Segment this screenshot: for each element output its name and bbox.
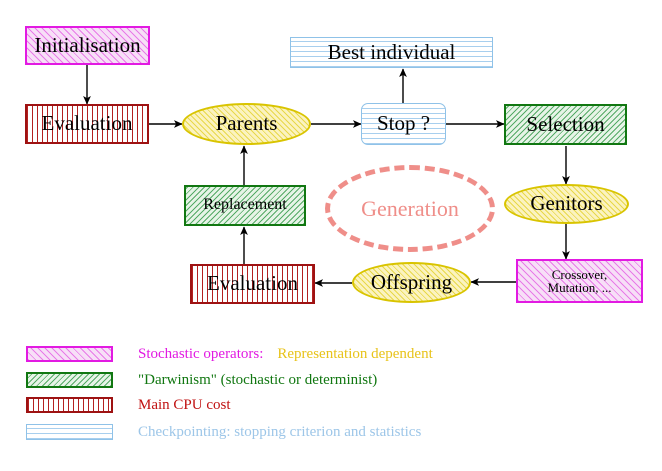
legend-swatch-magenta-hatch <box>26 346 113 362</box>
node-replacement-label: Replacement <box>203 196 287 214</box>
node-crossover-mutation-label: Crossover, Mutation, ... <box>547 266 612 295</box>
node-selection-label: Selection <box>526 111 605 136</box>
node-offspring[interactable]: Offspring <box>352 262 471 303</box>
node-best-individual-label: Best individual <box>327 39 456 64</box>
node-generation-label: Generation <box>361 195 459 221</box>
node-parents-label: Parents <box>215 111 278 136</box>
node-initialisation[interactable]: Initialisation <box>25 26 150 65</box>
node-generation: Generation <box>325 165 495 252</box>
node-crossover-mutation[interactable]: Crossover, Mutation, ... <box>516 259 643 303</box>
node-initialisation-label: Initialisation <box>34 32 141 57</box>
node-evaluation-top[interactable]: Evaluation <box>25 104 149 144</box>
legend: Stochastic operators: Representation depe… <box>0 338 662 458</box>
node-genitors[interactable]: Genitors <box>504 184 629 224</box>
legend-row-checkpointing: Checkpointing: stopping criterion and st… <box>26 420 421 444</box>
node-selection[interactable]: Selection <box>504 104 627 145</box>
legend-swatch-red-vertical <box>26 397 113 413</box>
node-parents[interactable]: Parents <box>182 103 311 145</box>
node-stop-label: Stop ? <box>376 111 431 136</box>
node-evaluation-top-label: Evaluation <box>41 111 133 136</box>
legend-label-stochastic-operators-part1: Stochastic operators: <box>138 345 264 362</box>
legend-label-main-cpu-cost: Main CPU cost <box>138 396 231 413</box>
node-stop[interactable]: Stop ? <box>361 103 446 145</box>
node-genitors-label: Genitors <box>530 191 603 216</box>
node-evaluation-bottom[interactable]: Evaluation <box>190 264 315 304</box>
node-offspring-label: Offspring <box>370 269 453 294</box>
legend-label-checkpointing: Checkpointing: stopping criterion and st… <box>138 423 422 440</box>
legend-swatch-green-hatch <box>26 372 113 388</box>
legend-swatch-blue-horizontal <box>26 424 113 440</box>
legend-label-stochastic-operators: Stochastic operators: Representation depe… <box>138 346 433 363</box>
legend-row-darwinism: "Darwinism" (stochastic or determinist) <box>26 368 377 392</box>
legend-row-main-cpu-cost: Main CPU cost <box>26 393 231 417</box>
node-evaluation-bottom-label: Evaluation <box>207 271 298 296</box>
node-replacement[interactable]: Replacement <box>184 185 306 226</box>
legend-row-stochastic-operators: Stochastic operators: Representation depe… <box>26 342 433 366</box>
node-best-individual[interactable]: Best individual <box>290 37 493 68</box>
legend-label-stochastic-operators-part2: Representation dependent <box>277 345 433 362</box>
legend-label-darwinism: "Darwinism" (stochastic or determinist) <box>138 371 378 388</box>
